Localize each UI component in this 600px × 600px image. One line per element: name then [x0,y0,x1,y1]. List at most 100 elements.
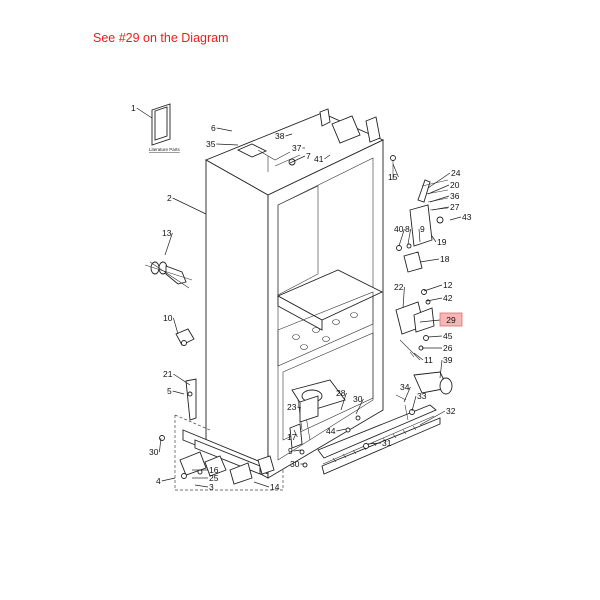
leader-line [355,398,364,415]
callout-label: 9 [420,224,425,234]
callout-41[interactable]: 41 [314,154,331,164]
callout-label: 15 [388,172,398,182]
leader-line [173,373,191,386]
callout-label: 34 [400,382,410,392]
callout-label: 27 [450,202,460,212]
callout-20[interactable]: 20 [427,180,460,195]
callout-label: 9 [288,446,293,456]
callout-label: 43 [462,212,472,222]
callout-5[interactable]: 5 [167,386,185,396]
callout-10[interactable]: 10 [163,313,179,335]
callout-25[interactable]: 25 [192,473,219,483]
callout-21[interactable]: 21 [163,369,191,386]
callout-44[interactable]: 44 [326,426,347,436]
damper-assembly [144,261,193,289]
leader-line [403,386,411,403]
callout-7[interactable]: 7 [289,151,311,164]
callout-35[interactable]: 35 [206,139,239,149]
callout-17[interactable]: 17 [287,429,298,442]
leader-line [293,449,302,452]
callout-label: 28 [336,388,346,398]
callout-9[interactable]: 9 [418,224,425,243]
callout-32[interactable]: 32 [419,406,456,426]
callout-33[interactable]: 33 [411,391,427,412]
callout-2[interactable]: 2 [167,193,207,215]
callout-label: 3 [209,482,214,492]
base-assembly [159,414,284,491]
callout-30[interactable]: 30 [353,394,364,415]
callout-label: 22 [394,282,404,292]
callout-26[interactable]: 26 [422,343,453,353]
callout-1[interactable]: 1 [131,103,153,119]
callout-label: 4 [156,476,161,486]
evaporator-fan-assembly [291,379,346,441]
callout-4[interactable]: 4 [156,476,176,486]
callout-15[interactable]: 15 [388,163,399,182]
callout-6[interactable]: 6 [211,123,233,133]
callout-11[interactable]: 11 [413,352,433,365]
callout-39[interactable]: 39 [439,355,453,379]
callout-43[interactable]: 43 [449,212,472,222]
callout-36[interactable]: 36 [429,191,460,203]
callout-40[interactable]: 40 [394,224,405,247]
callout-label: 19 [437,237,447,247]
leader-line [293,429,298,438]
callout-label: 40 [394,224,404,234]
leader-line [366,442,382,445]
leader-line [285,133,293,137]
callout-3[interactable]: 3 [194,482,214,492]
callout-label: 12 [443,280,453,290]
callout-label: 1 [131,103,136,113]
highlight-29[interactable]: 29 [419,312,463,327]
leader-line [392,163,399,178]
callout-13[interactable]: 13 [162,228,173,256]
leader-line [411,395,417,412]
leader-line [427,172,451,189]
callout-label: 25 [209,473,219,483]
callout-14[interactable]: 14 [253,481,280,492]
callout-label: 2 [167,193,172,203]
callout-label: 36 [450,191,460,201]
callout-label: 21 [163,369,173,379]
callout-8[interactable]: 8 [405,224,412,245]
leader-line [194,484,209,488]
callout-label: 35 [206,139,216,149]
leader-line [423,284,443,292]
leader-line [216,127,233,132]
callout-29[interactable]: 29 [446,315,456,325]
callout-18[interactable]: 18 [419,254,450,264]
callout-42[interactable]: 42 [426,293,453,303]
callout-28[interactable]: 28 [336,388,347,411]
callout-9[interactable]: 9 [288,446,302,456]
callout-label: 30 [290,459,300,469]
leader-line [253,481,270,488]
callout-22[interactable]: 22 [394,282,405,309]
callout-31[interactable]: 31 [366,438,392,448]
callout-23[interactable]: 23 [287,402,302,412]
callout-27[interactable]: 27 [431,202,460,212]
callout-label: 10 [163,313,173,323]
leader-line [216,143,239,146]
callout-label: 38 [275,131,285,141]
leader-line [431,206,450,211]
refrigerator-cabinet [204,108,385,479]
callout-label: 45 [443,331,453,341]
callout-12[interactable]: 12 [423,280,453,292]
callout-34[interactable]: 34 [400,382,411,403]
callout-30[interactable]: 30 [290,459,304,469]
leader-line [449,216,462,221]
leader-line [418,228,421,243]
callout-45[interactable]: 45 [427,331,453,341]
leader-line [413,352,424,361]
callout-37[interactable]: 37 [292,143,305,153]
callout-16[interactable]: 16 [192,465,219,475]
callout-38[interactable]: 38 [275,131,293,141]
callout-30[interactable]: 30 [149,437,162,457]
callout-24[interactable]: 24 [427,168,461,189]
callout-label: 23 [287,402,297,412]
callout-label: 37 [292,143,302,153]
callout-19[interactable]: 19 [431,235,447,247]
leader-line [159,437,162,453]
